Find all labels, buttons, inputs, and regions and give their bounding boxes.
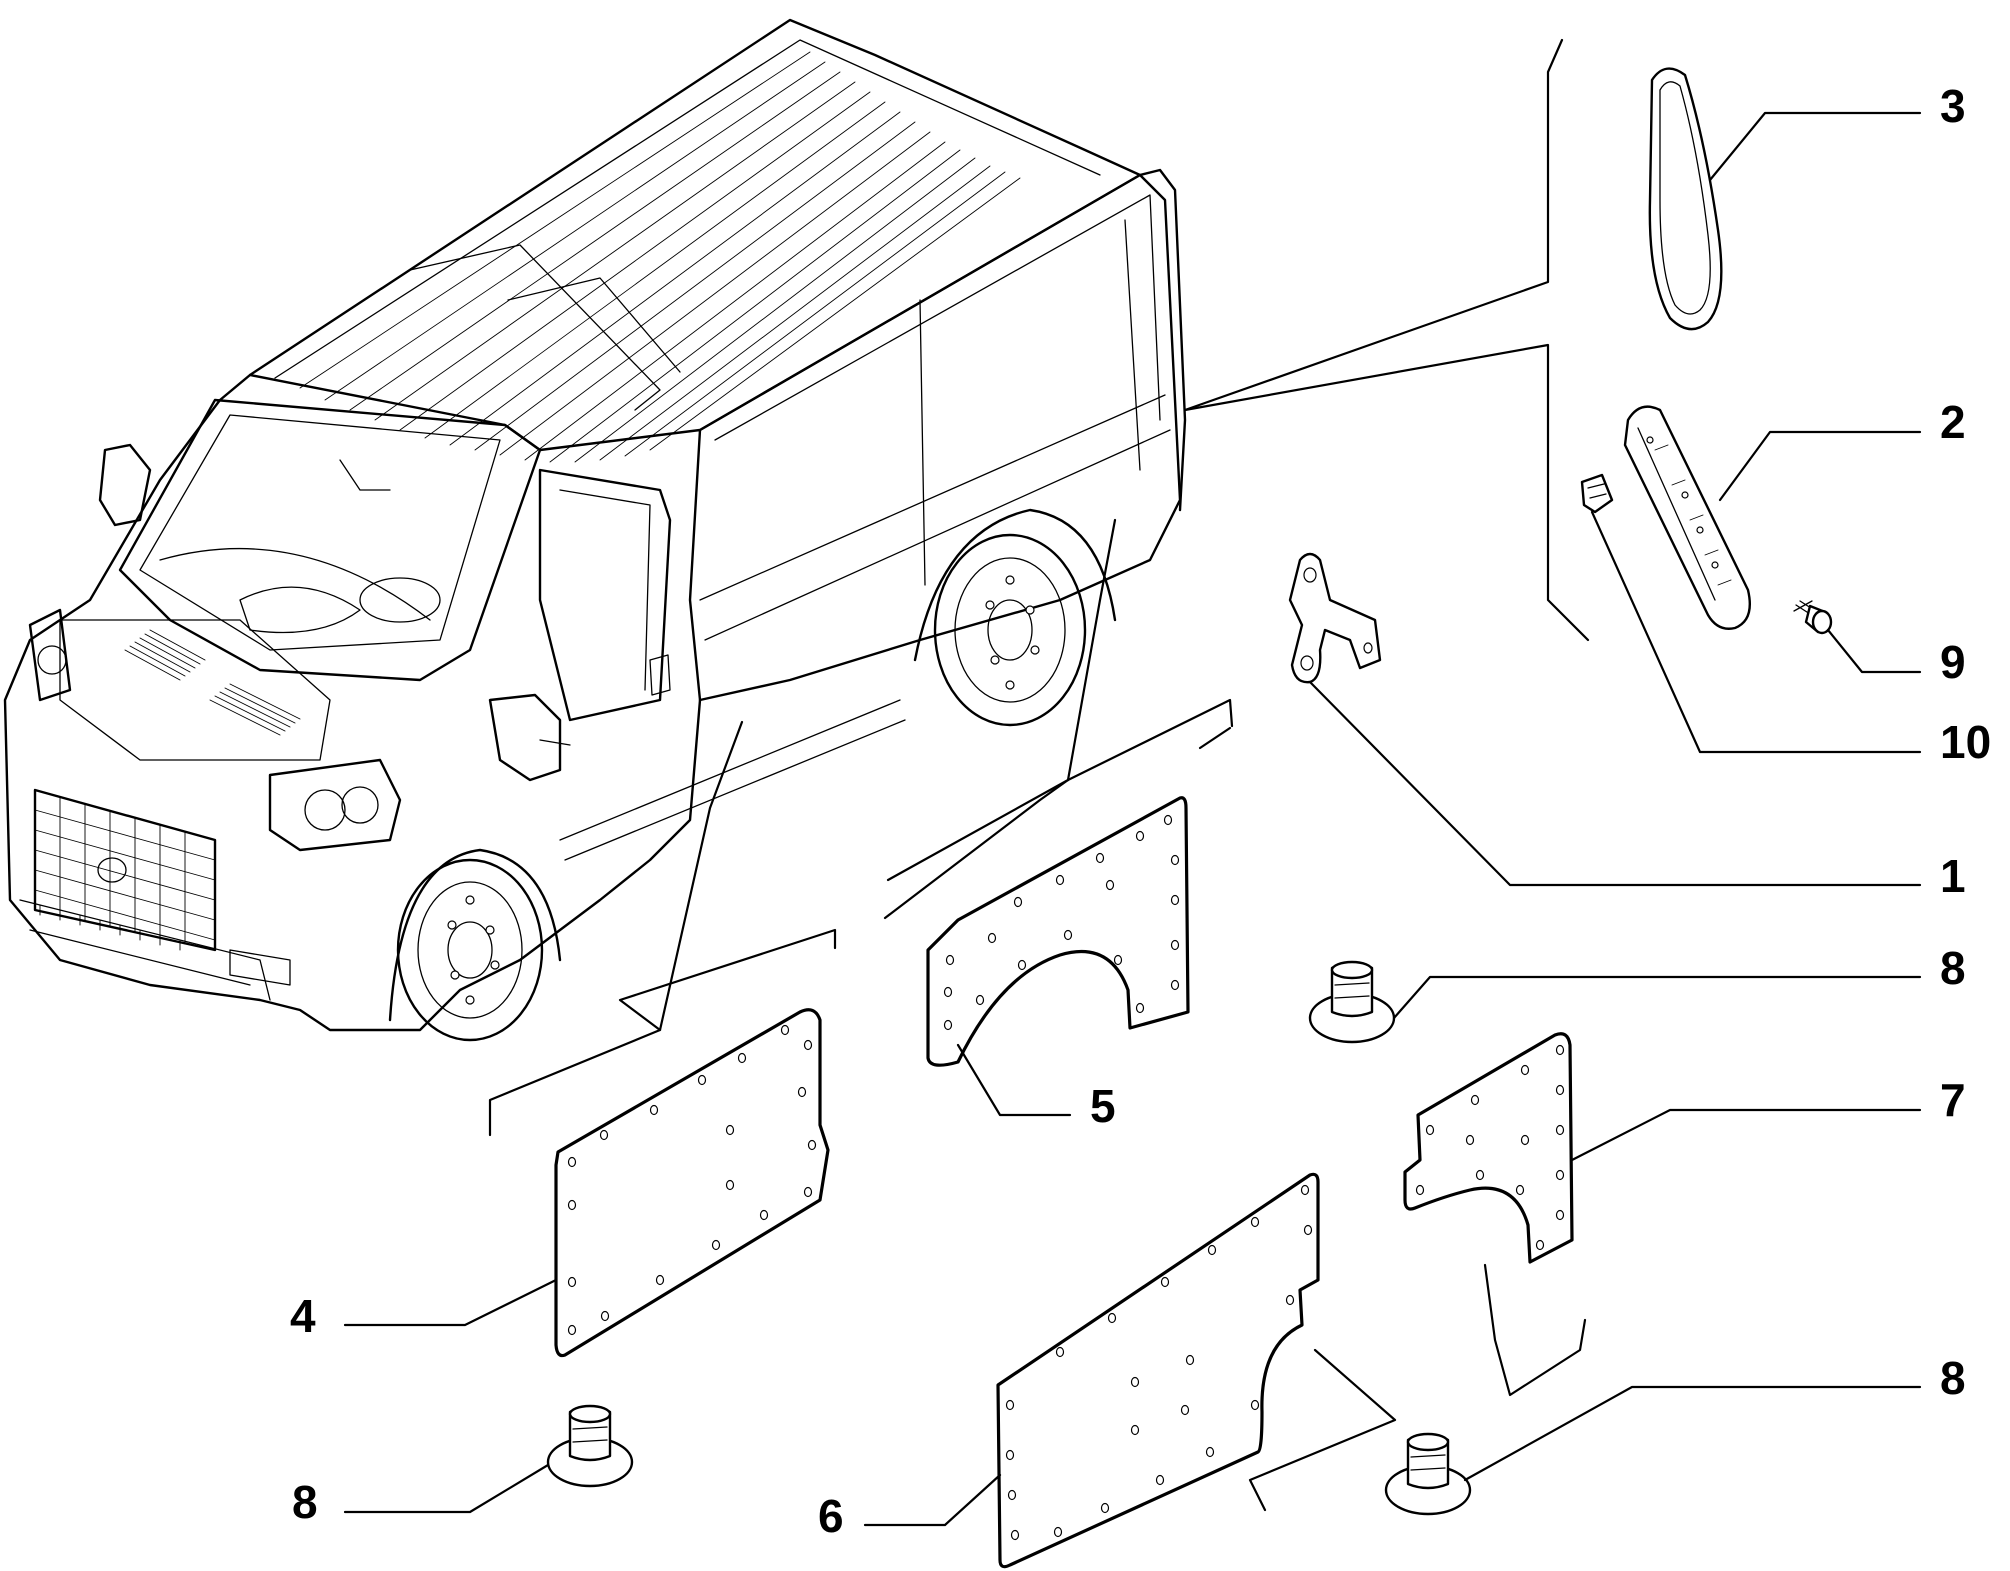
part-5-panel [926,796,1190,1067]
part-3-seal-strip [1648,67,1723,331]
callout-8-left: 8 [292,1476,318,1528]
part-4-panel [554,1008,830,1358]
callout-3: 3 [1940,80,1966,132]
callout-2: 2 [1940,396,1966,448]
part-2-trim-strip [1623,405,1752,630]
part-1-bracket-icon [1288,552,1382,684]
callout-6: 6 [818,1490,844,1542]
part-8-fastener-a [1308,960,1396,1044]
part-10-clip-icon [1580,473,1614,514]
callout-labels: 3 2 9 10 1 8 7 5 4 8 6 8 [290,80,1991,1542]
part-9-screw-icon [1793,600,1833,635]
part-8-fastener-c [1384,1432,1472,1516]
callout-1: 1 [1940,850,1966,902]
van-illustration [3,18,1187,1042]
callout-7: 7 [1940,1074,1966,1126]
callout-8-top: 8 [1940,942,1966,994]
leader-lines [343,111,1922,1527]
part-8-fastener-b [546,1404,634,1488]
callout-10: 10 [1940,716,1991,768]
callout-4: 4 [290,1290,316,1342]
van-pointer-lines [488,38,1590,1512]
part-7-panel [1403,1032,1574,1264]
callout-5: 5 [1090,1080,1116,1132]
part-6-panel [996,1172,1320,1569]
callout-9: 9 [1940,636,1966,688]
callout-8-bottom: 8 [1940,1352,1966,1404]
